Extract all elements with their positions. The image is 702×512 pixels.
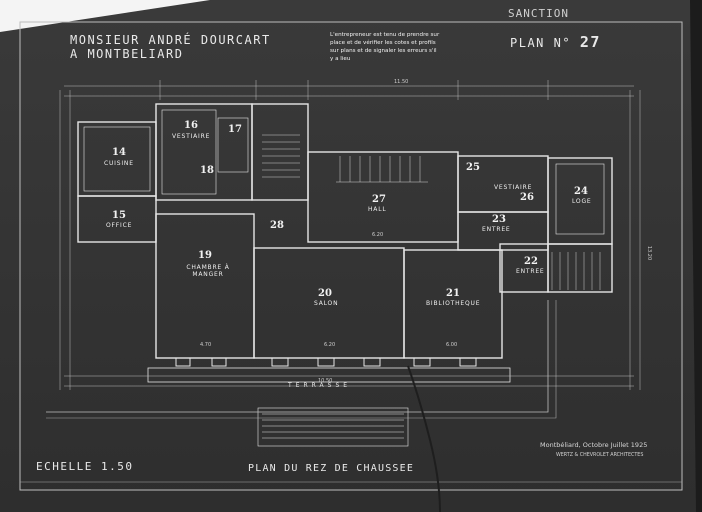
drawing-title: PLAN DU REZ DE CHAUSSEE bbox=[248, 463, 415, 474]
front-steps bbox=[257, 407, 409, 447]
room-21-number: 21 bbox=[446, 288, 460, 299]
dim-dining-width: 4.70 bbox=[200, 342, 212, 348]
plan-number: 27 bbox=[579, 33, 601, 51]
room-14-number: 14 bbox=[112, 147, 126, 158]
dim-overall-top: 11.50 bbox=[394, 79, 409, 85]
room-26-label: VESTIAIRE bbox=[494, 184, 533, 191]
wall-entree bbox=[457, 211, 549, 251]
client-city: A MONTBELIARD bbox=[70, 47, 184, 61]
client-name: MONSIEUR ANDRÉ DOURCART bbox=[70, 33, 271, 47]
room-15-label: OFFICE bbox=[106, 222, 133, 229]
room-17-number: 17 bbox=[228, 124, 242, 135]
wall-terrace bbox=[147, 367, 511, 383]
room-22-number: 22 bbox=[524, 256, 538, 267]
wall-kitchen bbox=[77, 121, 157, 197]
room-18-number: 18 bbox=[200, 165, 214, 176]
room-27-label: HALL bbox=[368, 206, 387, 213]
room-25-number: 25 bbox=[466, 162, 480, 173]
dim-right-total: 13.20 bbox=[646, 245, 653, 261]
room-16-label: VESTIAIRE bbox=[172, 133, 211, 140]
wall-service bbox=[155, 103, 253, 201]
room-27-number: 27 bbox=[372, 194, 386, 205]
room-26-number: 26 bbox=[520, 192, 534, 203]
dim-terrace-width: 10.50 bbox=[318, 378, 333, 384]
wall-bibliotheque bbox=[403, 249, 503, 359]
dim-biblio-width: 6.00 bbox=[446, 342, 458, 348]
room-20-label: SALON bbox=[314, 300, 339, 307]
plan-number-label: PLAN N° 27 bbox=[510, 33, 601, 51]
room-21-label: BIBLIOTHEQUE bbox=[426, 300, 481, 307]
contractor-note: L'entrepreneur est tenu de prendre sur p… bbox=[330, 32, 440, 62]
room-24-label: LOGE bbox=[572, 198, 592, 205]
room-19-label: CHAMBRE À MANGER bbox=[186, 264, 230, 278]
room-14-label: CUISINE bbox=[104, 160, 134, 167]
room-23-label: ENTREE bbox=[482, 226, 511, 233]
room-28-number: 28 bbox=[270, 220, 284, 231]
room-15-number: 15 bbox=[112, 210, 126, 221]
wall-dining bbox=[155, 213, 255, 359]
room-16-number: 16 bbox=[184, 120, 198, 131]
corner-mark: SANCTION bbox=[508, 7, 569, 20]
sheet-border bbox=[19, 21, 683, 491]
wall-stair bbox=[251, 103, 309, 201]
room-24-number: 24 bbox=[574, 186, 588, 197]
room-22-label: ENTREE bbox=[516, 268, 545, 275]
room-23-number: 23 bbox=[492, 214, 506, 225]
dim-hall-depth: 6.20 bbox=[372, 232, 384, 238]
room-20-number: 20 bbox=[318, 288, 332, 299]
signature-date: Montbéliard, Octobre Juillet 1925 bbox=[540, 441, 648, 449]
terrace-label: TERRASSE bbox=[288, 382, 352, 389]
room-19-number: 19 bbox=[198, 250, 212, 261]
scale-label: ECHELLE 1.50 bbox=[36, 460, 134, 473]
dim-salon-width: 6.20 bbox=[324, 342, 336, 348]
architect-signature: WERTZ & CHEVROLET ARCHITECTES bbox=[556, 453, 644, 458]
